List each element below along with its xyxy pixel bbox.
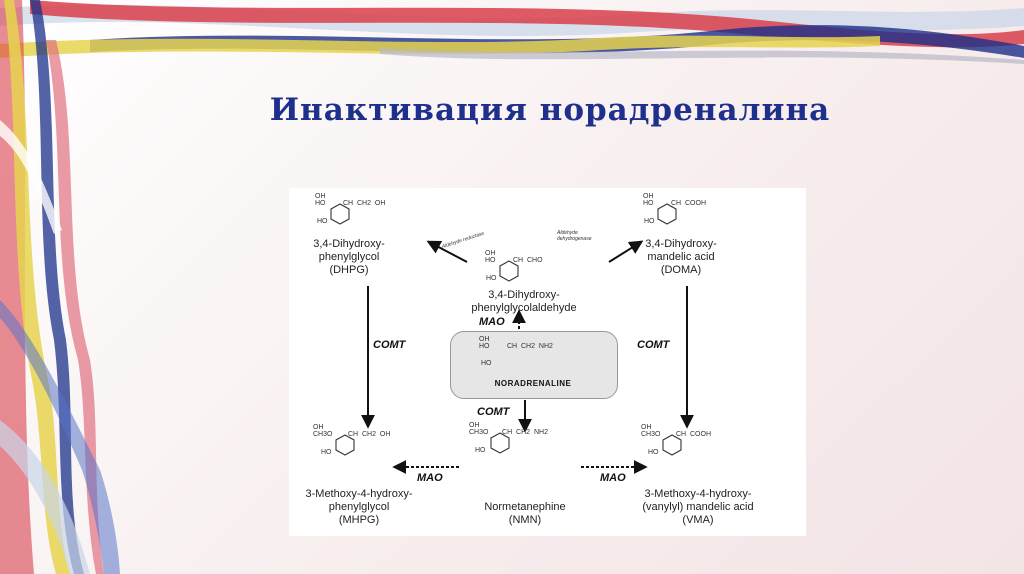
structure-dhpg-ho: HO: [317, 218, 328, 225]
compound-vma-label: 3-Methoxy-4-hydroxy- (vanylyl) mandelic …: [642, 488, 754, 526]
enzyme-comt-right: COMT: [637, 339, 670, 351]
structure-nmn-ho: HO: [475, 447, 486, 454]
ring-vma: [662, 434, 682, 456]
arrow-aldehyde-to-dhpg: [426, 240, 468, 263]
arrow-aldehyde-to-doma: [608, 240, 644, 263]
ring-dhpg: [330, 203, 350, 225]
compound-nmn-label: Normetanephine (NMN): [484, 501, 566, 526]
enzyme-mao-center: MAO: [479, 316, 505, 328]
ring-aldehyde: [499, 260, 519, 282]
structure-aldehyde-ho: HO: [486, 275, 497, 282]
enzyme-comt-center: COMT: [477, 406, 510, 418]
structure-vma-ho: HO: [648, 449, 659, 456]
metabolism-diagram: NORADRENALINE OH HO CH CH2 OH HO OH HO C…: [289, 188, 806, 536]
compound-dhpg-label: 3,4-Dihydroxy- phenylglycol (DHPG): [313, 238, 385, 276]
structure-noradrenaline: OH HO CH CH2 NH2: [479, 336, 553, 350]
ring-nmn: [490, 432, 510, 454]
structure-vma: OH CH3O CH COOH: [641, 424, 712, 438]
structure-doma-ho: HO: [644, 218, 655, 225]
page-title: Инактивация норадреналина: [269, 92, 831, 128]
structure-aldehyde: OH HO CH CHO: [485, 250, 543, 264]
noradrenaline-box: [450, 331, 618, 399]
enzyme-aldehyde-dehydrogenase: Aldehyde dehydrogenase: [557, 230, 592, 242]
ring-doma: [657, 203, 677, 225]
structure-doma: OH HO CH COOH: [643, 193, 707, 207]
ring-mhpg: [335, 434, 355, 456]
compound-mhpg-label: 3-Methoxy-4-hydroxy- phenylglycol (MHPG): [305, 488, 413, 526]
compound-doma-label: 3,4-Dihydroxy- mandelic acid (DOMA): [645, 238, 717, 276]
enzyme-mao-right: MAO: [600, 472, 626, 484]
enzyme-mao-left: MAO: [417, 472, 443, 484]
compound-aldehyde-label: 3,4-Dihydroxy- phenylglycolaldehyde: [471, 289, 577, 314]
enzyme-comt-left: COMT: [373, 339, 406, 351]
structure-mhpg: OH CH3O CH CH2 OH: [313, 424, 391, 438]
structure-noradrenaline-ho: HO: [481, 360, 492, 367]
structure-dhpg: OH HO CH CH2 OH: [315, 193, 386, 207]
structure-nmn: OH CH3O CH CH2 NH2: [469, 422, 548, 436]
structure-mhpg-ho: HO: [321, 449, 332, 456]
noradrenaline-label: NORADRENALINE: [494, 379, 572, 388]
